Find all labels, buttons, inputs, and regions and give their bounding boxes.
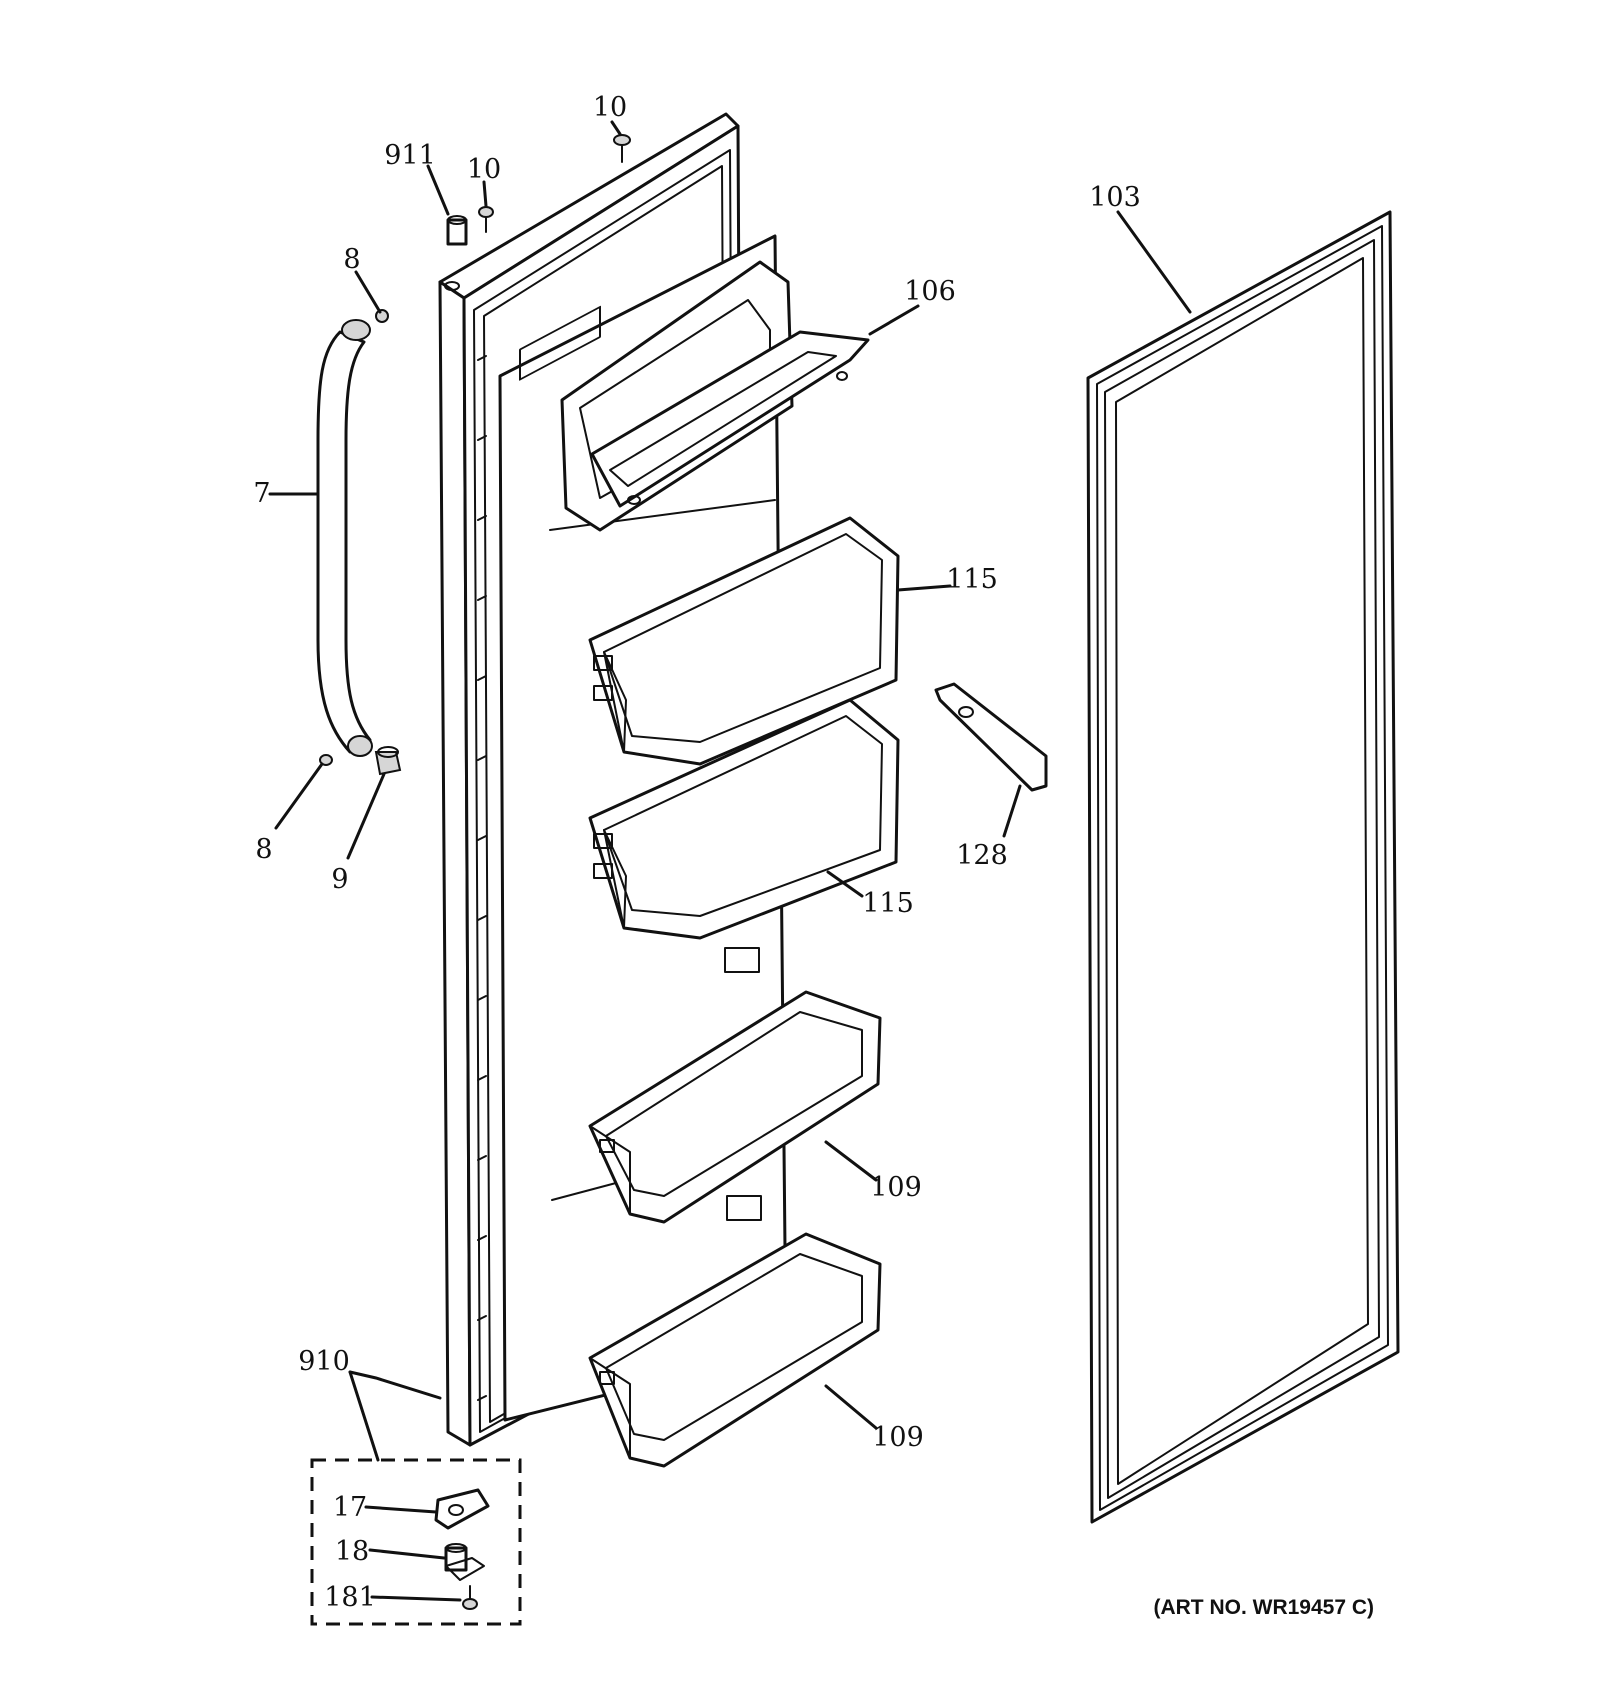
hinge-screw[interactable] [462,1585,478,1610]
lower-door-bin-1[interactable] [588,990,882,1224]
label-door-assembly: 910 [298,1346,350,1377]
shelf-support[interactable] [934,682,1048,792]
hinge-assembly-box [310,1458,522,1626]
label-door-gasket: 103 [1089,182,1141,213]
label-shelf-support: 128 [956,840,1008,871]
handle-screw-top[interactable] [375,309,389,323]
handle-screw-bottom[interactable] [319,754,333,766]
label-hinge-bracket: 17 [333,1492,367,1523]
leader-lines [268,120,1192,1602]
label-door-handle: 7 [253,478,270,509]
label-top-screw-1: 10 [467,154,501,185]
lower-door-bin-2[interactable] [588,1232,882,1468]
door-handle[interactable] [316,319,373,757]
label-handle-stud: 9 [331,864,348,895]
label-handle-screw-bottom: 8 [255,834,272,865]
handle-stud[interactable] [374,746,402,776]
label-lower-bin-2: 109 [872,1422,924,1453]
label-handle-screw-top: 8 [343,244,360,275]
label-hinge-screw: 181 [324,1582,376,1613]
dairy-compartment[interactable] [560,260,870,532]
label-upper-bin-1: 115 [946,564,998,595]
upper-door-bin-1[interactable] [588,516,900,766]
top-screw-1[interactable] [478,206,494,233]
label-dairy-compartment: 106 [904,276,956,307]
label-upper-bin-2: 115 [862,888,914,919]
hinge-bracket[interactable] [434,1488,490,1530]
label-lower-bin-1: 109 [870,1172,922,1203]
upper-door-bin-2[interactable] [588,698,900,940]
label-top-screw-2: 10 [593,92,627,123]
label-hinge-pin: 18 [335,1536,369,1567]
label-top-bushing: 911 [384,140,436,171]
top-screw-2[interactable] [613,134,631,163]
door-gasket[interactable] [1086,210,1400,1524]
art-number: (ART NO. WR19457 C) [1153,1596,1374,1619]
top-bushing[interactable] [446,215,468,246]
hinge-pin[interactable] [444,1543,485,1581]
